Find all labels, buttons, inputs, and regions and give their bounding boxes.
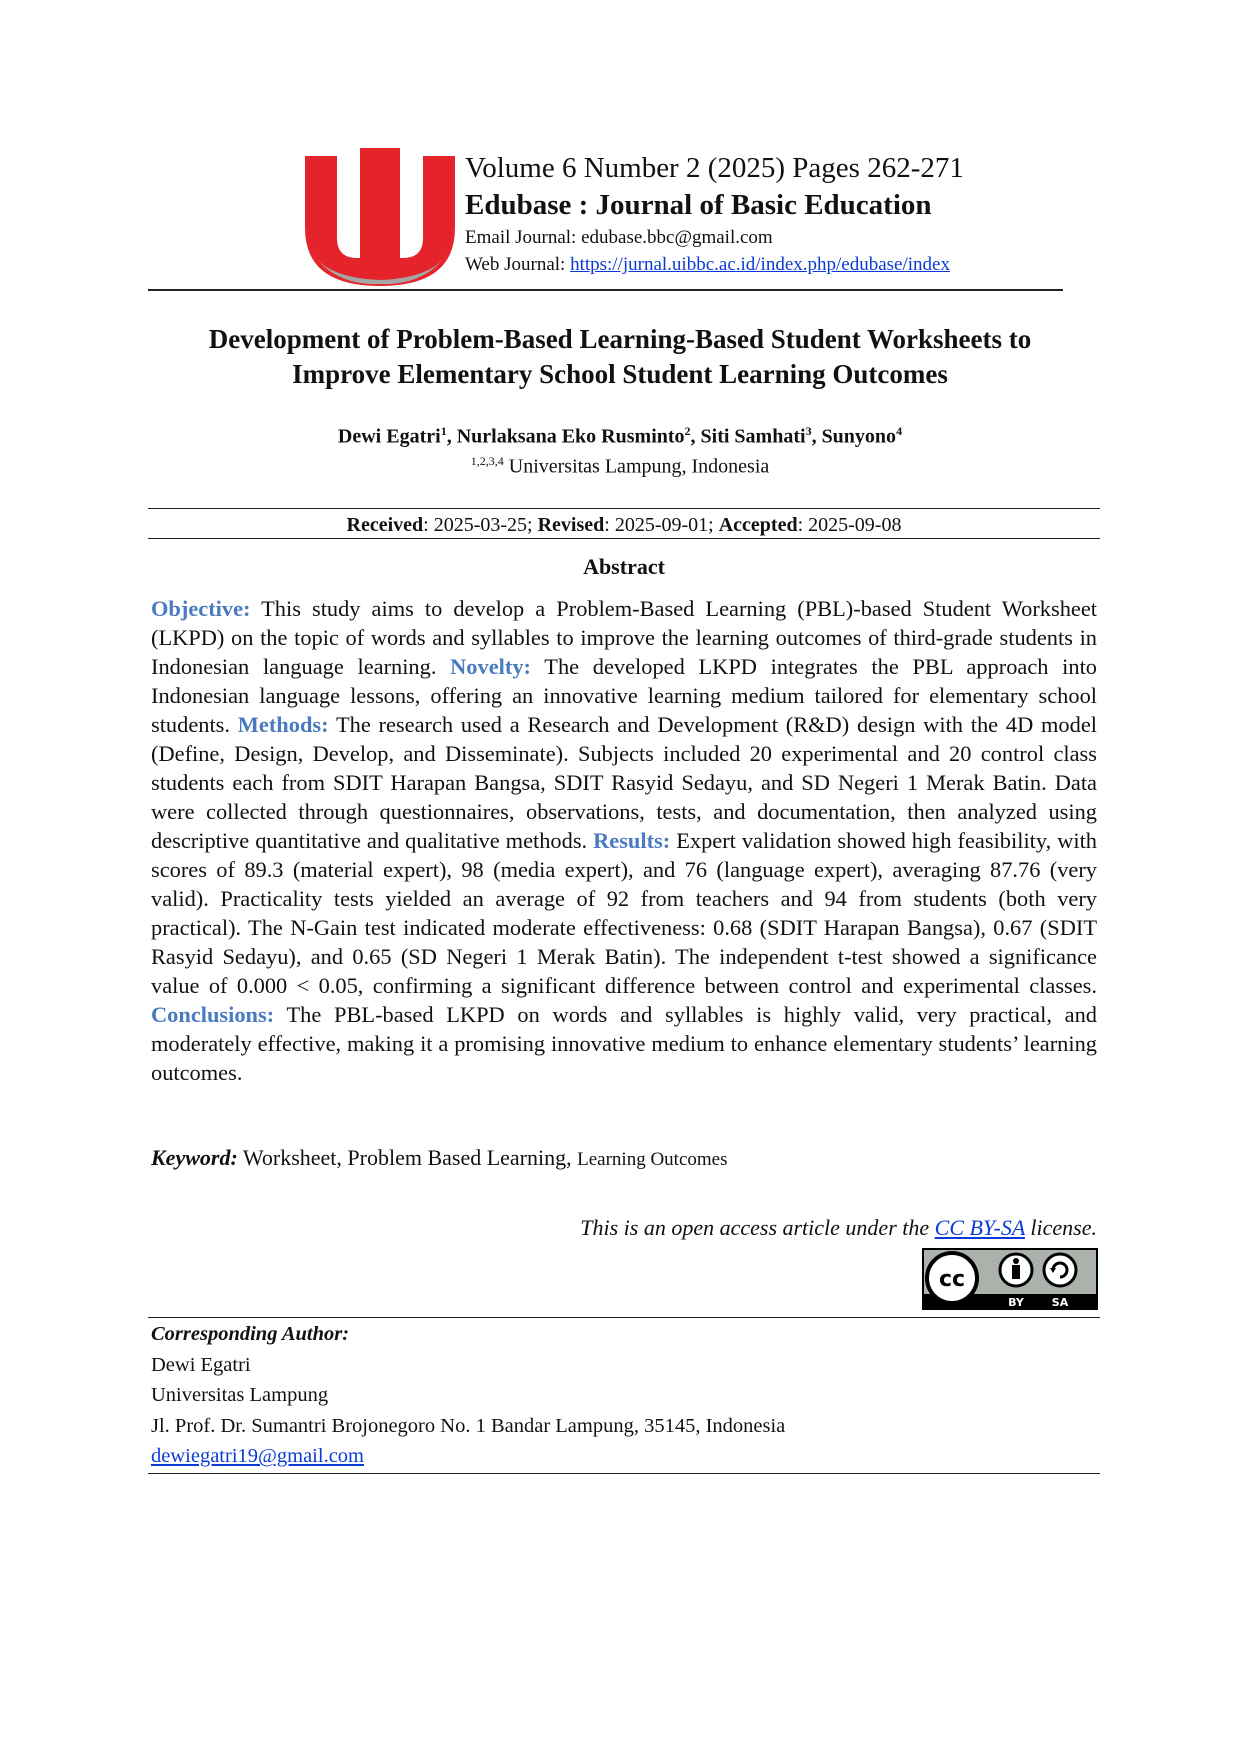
corresponding-label: Corresponding Author: <box>151 1323 350 1345</box>
badge-by-label: BY <box>1008 1296 1025 1309</box>
paper-title: Development of Problem-Based Learning-Ba… <box>100 322 1140 392</box>
keywords-last: Learning Outcomes <box>577 1149 728 1170</box>
dates-bottom-divider <box>148 538 1100 539</box>
author-name: Sunyono <box>821 425 897 448</box>
header-divider <box>148 289 1063 291</box>
journal-web-line: Web Journal: https://jurnal.uibbc.ac.id/… <box>465 251 964 278</box>
dates-top-divider <box>148 508 1100 509</box>
received-label: Received <box>346 514 424 536</box>
results-label: Results: <box>593 828 671 853</box>
affiliation-text: Universitas Lampung, Indonesia <box>503 455 770 478</box>
badge-sa-label: SA <box>1052 1296 1069 1309</box>
journal-name: Edubase : Journal of Basic Education <box>465 189 932 221</box>
corresponding-institution: Universitas Lampung <box>151 1384 329 1406</box>
corresponding-name: Dewi Egatri <box>151 1353 251 1376</box>
methods-text: The research used a Research and Develop… <box>151 712 1097 853</box>
journal-header-info: Volume 6 Number 2 (2025) Pages 262-271 E… <box>465 150 964 278</box>
cc-text: cc <box>939 1267 965 1292</box>
results-text: Expert validation showed high feasibilit… <box>151 828 1097 998</box>
accepted-label: Accepted <box>718 514 798 536</box>
objective-label: Objective: <box>151 596 251 621</box>
license-suffix: license. <box>1024 1215 1097 1240</box>
abstract-body: Objective: This study aims to develop a … <box>151 594 1097 1087</box>
affiliation: 1,2,3,4 Universitas Lampung, Indonesia <box>100 448 1140 480</box>
journal-web-link[interactable]: https://jurnal.uibbc.ac.id/index.php/edu… <box>570 254 950 275</box>
author-name: Nurlaksana Eko Rusminto <box>456 425 685 448</box>
volume-info: Volume 6 Number 2 (2025) Pages 262-271 <box>465 152 964 184</box>
journal-logo-icon <box>305 148 455 286</box>
license-statement: This is an open access article under the… <box>151 1214 1097 1242</box>
methods-label: Methods: <box>237 712 329 737</box>
journal-email: edubase.bbc@gmail.com <box>581 227 773 248</box>
corresponding-top-divider <box>148 1317 1100 1318</box>
author-separator: , <box>690 425 701 448</box>
accepted-date: : 2025-09-08 <box>797 514 902 536</box>
objective-text: This study aims to develop a Problem-Bas… <box>151 596 1097 679</box>
corresponding-bottom-divider <box>148 1473 1100 1474</box>
author-separator: , <box>446 425 457 448</box>
keywords: Keyword: Worksheet, Problem Based Learni… <box>151 1144 1097 1174</box>
email-label: Email Journal: <box>465 227 582 248</box>
revised-date: : 2025-09-01; <box>604 514 719 536</box>
conclusions-text: The PBL-based LKPD on words and syllable… <box>151 1002 1097 1085</box>
article-dates: Received: 2025-03-25; Revised: 2025-09-0… <box>148 512 1100 538</box>
corresponding-author-block: Corresponding Author: Dewi Egatri Univer… <box>151 1319 1097 1472</box>
corresponding-email-link[interactable]: dewiegatri19@gmail.com <box>151 1445 364 1467</box>
cc-by-sa-link[interactable]: CC BY-SA <box>934 1215 1025 1240</box>
author-name: Siti Samhati <box>700 425 806 448</box>
license-prefix: This is an open access article under the <box>580 1215 935 1240</box>
author-affiliation-mark: 2 <box>684 424 691 438</box>
journal-email-line: Email Journal: edubase.bbc@gmail.com <box>465 224 964 251</box>
author-separator: , <box>811 425 822 448</box>
author-affiliation-mark: 1 <box>440 424 447 438</box>
author-name: Dewi Egatri <box>337 425 441 448</box>
received-date: : 2025-03-25; <box>423 514 538 536</box>
affiliation-superscript: 1,2,3,4 <box>470 454 504 468</box>
keywords-label: Keyword: <box>151 1145 238 1170</box>
revised-label: Revised <box>537 514 605 536</box>
title-line-2: Improve Elementary School Student Learni… <box>292 359 948 389</box>
author-affiliation-mark: 3 <box>805 424 812 438</box>
conclusions-label: Conclusions: <box>151 1002 275 1027</box>
keywords-text: Worksheet, Problem Based Learning, <box>237 1145 578 1170</box>
author-affiliation-mark: 4 <box>896 424 903 438</box>
corresponding-address: Jl. Prof. Dr. Sumantri Brojonegoro No. 1… <box>151 1414 786 1437</box>
title-line-1: Development of Problem-Based Learning-Ba… <box>208 324 1032 354</box>
novelty-text: The developed LKPD integrates the PBL ap… <box>151 654 1097 737</box>
abstract-heading: Abstract <box>583 554 665 579</box>
author-list: Dewi Egatri1, Nurlaksana Eko Rusminto2, … <box>100 418 1140 450</box>
cc-by-sa-badge-icon[interactable]: cc BY SA <box>922 1248 1098 1310</box>
novelty-label: Novelty: <box>450 654 531 679</box>
web-label: Web Journal: <box>465 254 571 275</box>
